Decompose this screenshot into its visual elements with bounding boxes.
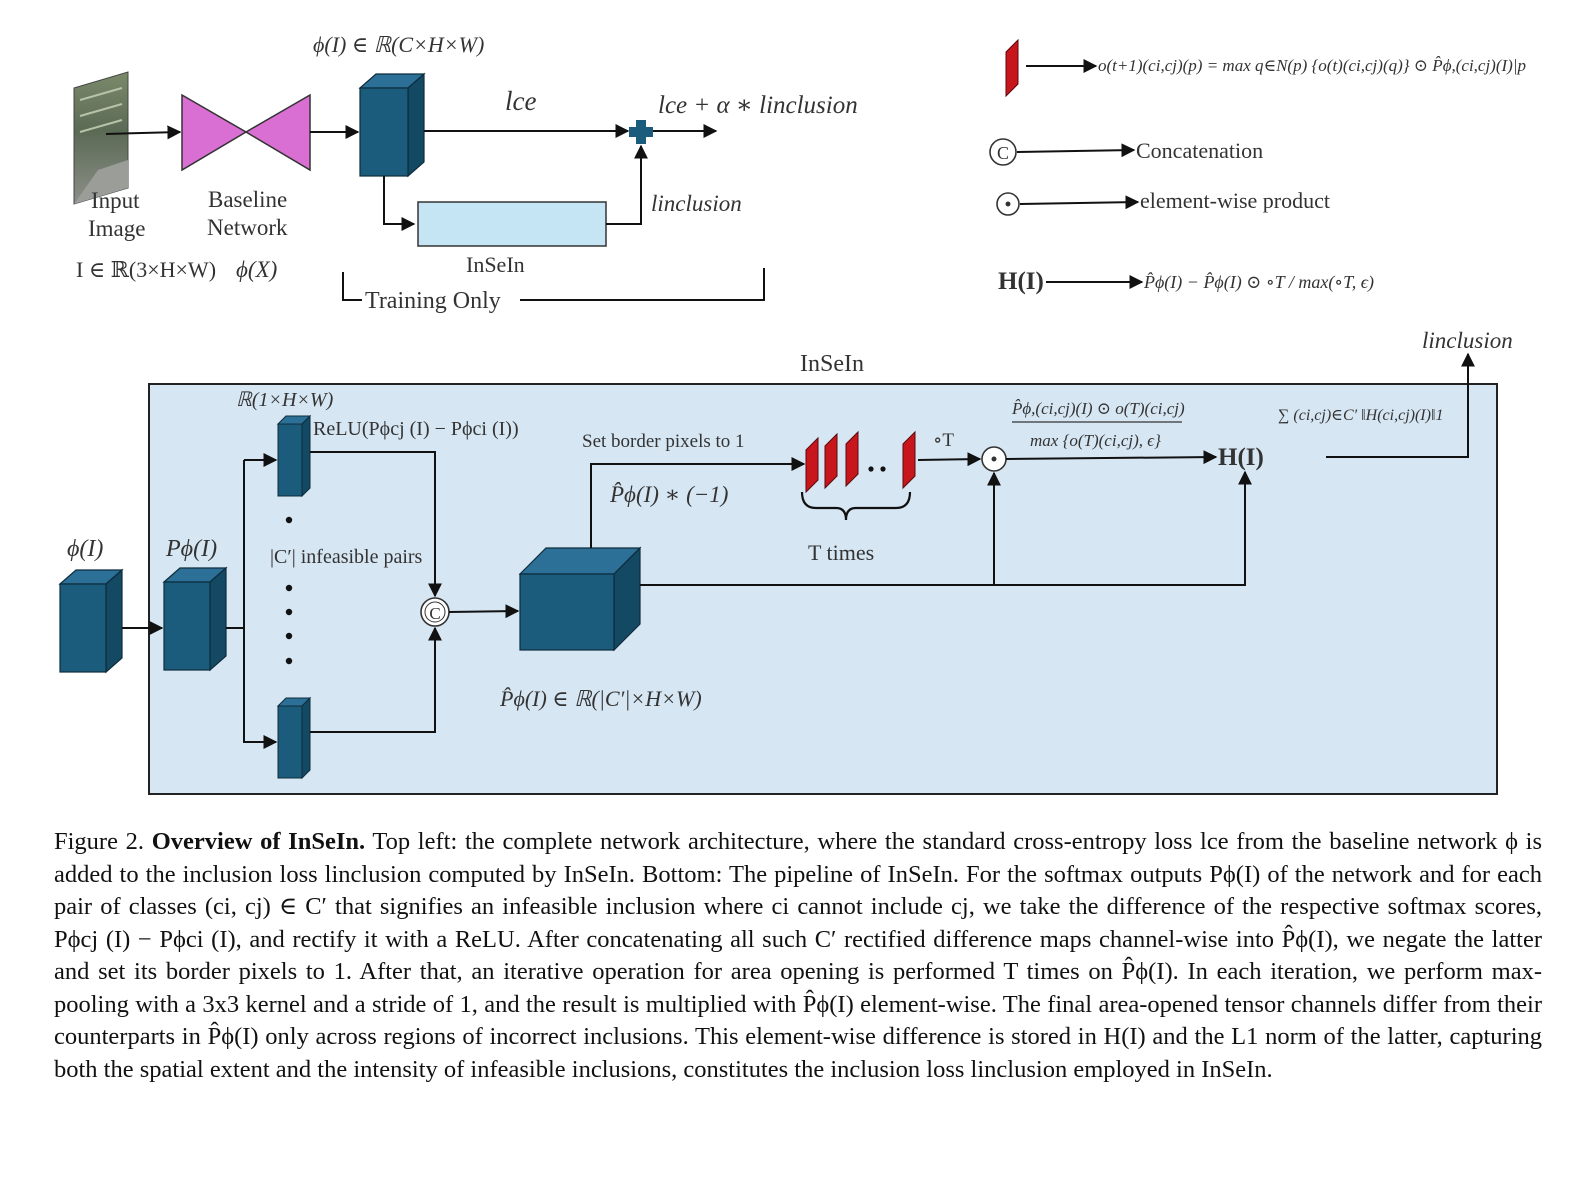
p-cube: [162, 566, 228, 672]
inseln-block-label: InSeIn: [466, 252, 525, 277]
inseln-overview-diagram: Input Image I ∈ ℝ(3×H×W) Baseline Networ…: [58, 32, 1526, 795]
legend-arrow-product: [1019, 195, 1140, 210]
phi-cube: [58, 568, 124, 674]
sum-label: ∑ (ci,cj)∈C′ ‖H(ci,cj)(I)‖1: [1278, 407, 1443, 424]
ratio-denominator: max {o(T)(ci,cj), ϵ}: [1030, 431, 1161, 450]
caption-fig: Figure 2.: [54, 828, 145, 855]
ot-label: ∘T: [933, 430, 954, 451]
relu-label: ReLU(Pϕcj (I) − Pϕci (I)): [313, 418, 519, 440]
baseline-label-1: Baseline: [208, 187, 287, 212]
phat-cube: [518, 546, 642, 652]
caption-body: Top left: the complete network architect…: [54, 828, 1543, 1083]
legend-product-dot: [1005, 201, 1011, 207]
branch-line-bottom: [243, 628, 278, 749]
input-label-2: Image: [88, 216, 145, 241]
inseln-block: [417, 201, 607, 247]
phi-label: ϕ(I): [67, 536, 103, 562]
legend-arrow-concat: [1016, 143, 1136, 158]
arrow-inseln-sum: [606, 144, 648, 225]
pairs-label: |C′| infeasible pairs: [270, 546, 423, 568]
baseline-network: [181, 93, 311, 172]
product-node-dot: [991, 456, 997, 462]
arrow-product-h: [1005, 450, 1218, 465]
arrow-input-baseline: [105, 125, 182, 140]
ellipsis-dots: [285, 516, 293, 665]
legend-concat-icon: [989, 138, 1017, 166]
negate-label: P̂ϕ(I) ∗ (−1): [609, 481, 728, 507]
arrow-bottom-slab-concat: [310, 626, 442, 733]
arrow-phat-h: [994, 470, 1252, 586]
linclusion-output-label: linclusion: [1422, 328, 1513, 353]
arrow-phat-area-opening: [590, 457, 806, 548]
feature-cube: [358, 72, 426, 178]
input-space-label: I ∈ ℝ(3×H×W): [76, 257, 216, 282]
legend-h-formula: P̂ϕ(I) − P̂ϕ(I) ⊙ ∘T / max(∘T, ϵ): [1143, 272, 1374, 293]
area-opening-iterations: [805, 430, 916, 494]
training-only-label: Training Only: [365, 288, 501, 314]
arrow-ot-product: [917, 452, 982, 467]
inseln-panel-title: InSeIn: [800, 351, 864, 377]
legend-h-label: H(I): [998, 268, 1044, 295]
lce-label: lce: [505, 86, 536, 116]
feature-label: ϕ(I) ∈ ℝ(C×H×W): [313, 32, 484, 57]
baseline-symbol: ϕ(X): [236, 257, 277, 282]
arrow-feature-inseln: [383, 176, 416, 231]
input-image: [73, 71, 129, 205]
p-label: Pϕ(I): [165, 536, 217, 562]
training-only-bracket-right: [520, 268, 765, 301]
channel-slab-bottom: [276, 696, 312, 780]
legend-red-block: [1005, 38, 1019, 98]
training-only-bracket: [342, 272, 362, 301]
h-node-label: H(I): [1218, 444, 1264, 471]
set-border-label: Set border pixels to 1: [582, 431, 745, 452]
ratio-numerator: P̂ϕ,(ci,cj)(I) ⊙ o(T)(ci,cj): [1011, 399, 1185, 418]
legend-concat-label: Concatenation: [1136, 138, 1263, 163]
t-times-label: T times: [808, 540, 874, 565]
sum-node: [629, 120, 653, 144]
channel-slab-top: [276, 414, 312, 498]
linclusion-label: linclusion: [651, 191, 742, 216]
concat-node-inner: [424, 601, 446, 623]
input-label-1: Input: [91, 188, 140, 213]
arrow-linclusion-output: [1326, 352, 1475, 458]
arrow-top-slab-concat: [310, 451, 442, 598]
arrow-concat-phat: [448, 604, 520, 619]
figure-caption: Figure 2. Overview of InSeIn. Top left: …: [54, 826, 1542, 1086]
legend-concat-symbol: C: [997, 143, 1009, 163]
baseline-label-2: Network: [207, 215, 288, 240]
legend-product-label: element-wise product: [1140, 188, 1330, 213]
channel-space-label: ℝ(1×H×W): [236, 389, 334, 411]
phat-space-label: P̂ϕ(I) ∈ ℝ(|C′|×H×W): [499, 686, 702, 711]
total-loss-label: lce + α ∗ linclusion: [658, 92, 858, 119]
caption-title: Overview of InSeIn.: [151, 828, 366, 855]
legend-area-opening-formula: o(t+1)(ci,cj)(p) = max q∈N(p) {o(t)(ci,c…: [1098, 56, 1526, 75]
t-times-brace: [800, 491, 912, 521]
concat-node-symbol: C: [429, 604, 440, 623]
